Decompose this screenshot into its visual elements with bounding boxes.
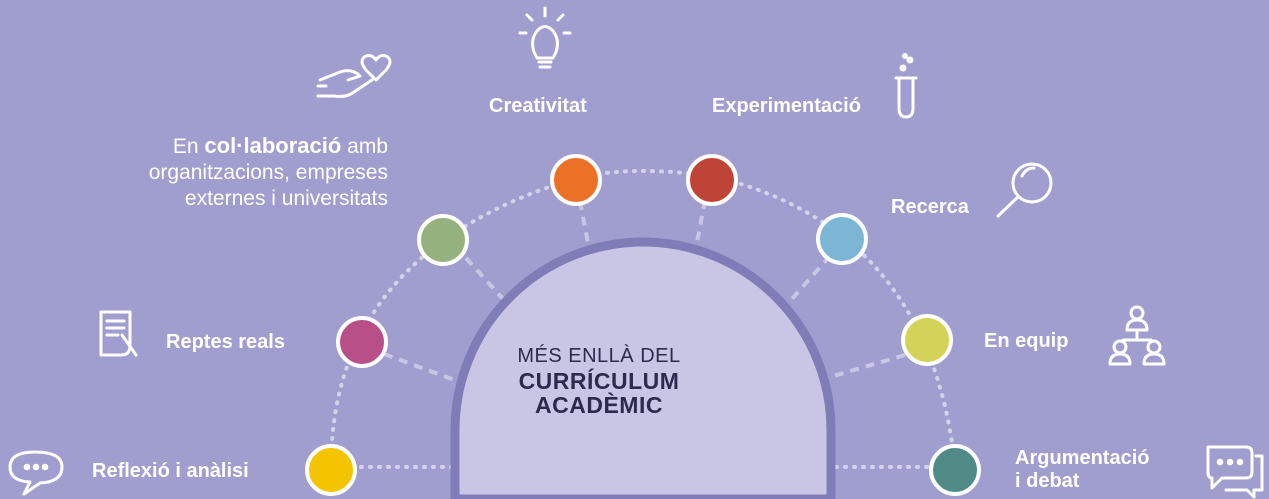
collaboration-text: En col·laboració amb organitzacions, emp…	[149, 133, 388, 212]
label-argumentacio: Argumentació i debat	[1015, 447, 1150, 492]
collab-line2: organitzacions, empreses	[148, 161, 388, 184]
label-creativitat: Creativitat	[489, 95, 587, 117]
hand-heart-icon	[316, 54, 392, 98]
collab-suffix: amb	[341, 135, 388, 158]
center-line1: MÉS ENLLÀ DEL	[517, 345, 681, 367]
outer-dotted-arc	[329, 169, 957, 468]
center-line2: CURRÍCULUM	[518, 368, 680, 394]
document-icon	[99, 310, 138, 357]
chat-bubbles-icon	[1206, 445, 1264, 499]
node-experimentacio	[686, 154, 738, 206]
node-recerca	[816, 213, 868, 265]
node-collaboracio	[417, 214, 469, 266]
collab-bold: col·laboració	[204, 133, 342, 158]
spoke-6	[819, 353, 906, 382]
team-icon	[1108, 305, 1166, 366]
label-recerca: Recerca	[891, 196, 969, 218]
node-argumentacio	[929, 444, 981, 496]
label-reptes: Reptes reals	[166, 331, 285, 353]
label-experimentacio: Experimentació	[712, 95, 861, 117]
speech-bubble-icon	[8, 450, 64, 496]
magnifier-icon	[996, 162, 1053, 218]
test-tube-icon	[894, 53, 918, 119]
node-equip	[901, 314, 953, 366]
node-reptes	[336, 316, 388, 368]
collab-line3: externes i universitats	[184, 187, 388, 210]
nodes	[305, 154, 981, 496]
label-reflexio: Reflexió i anàlisi	[92, 460, 249, 482]
node-creativitat	[550, 154, 602, 206]
spoke-1	[383, 352, 469, 387]
center-dome	[450, 237, 836, 499]
node-reflexio	[305, 444, 357, 496]
lightbulb-icon	[518, 6, 572, 69]
center-title: MÉS ENLLÀ DEL CURRÍCULUM ACADÈMIC	[462, 343, 736, 417]
collab-prefix: En	[172, 135, 205, 158]
label-equip: En equip	[984, 330, 1069, 352]
center-line3: ACADÈMIC	[535, 392, 663, 418]
